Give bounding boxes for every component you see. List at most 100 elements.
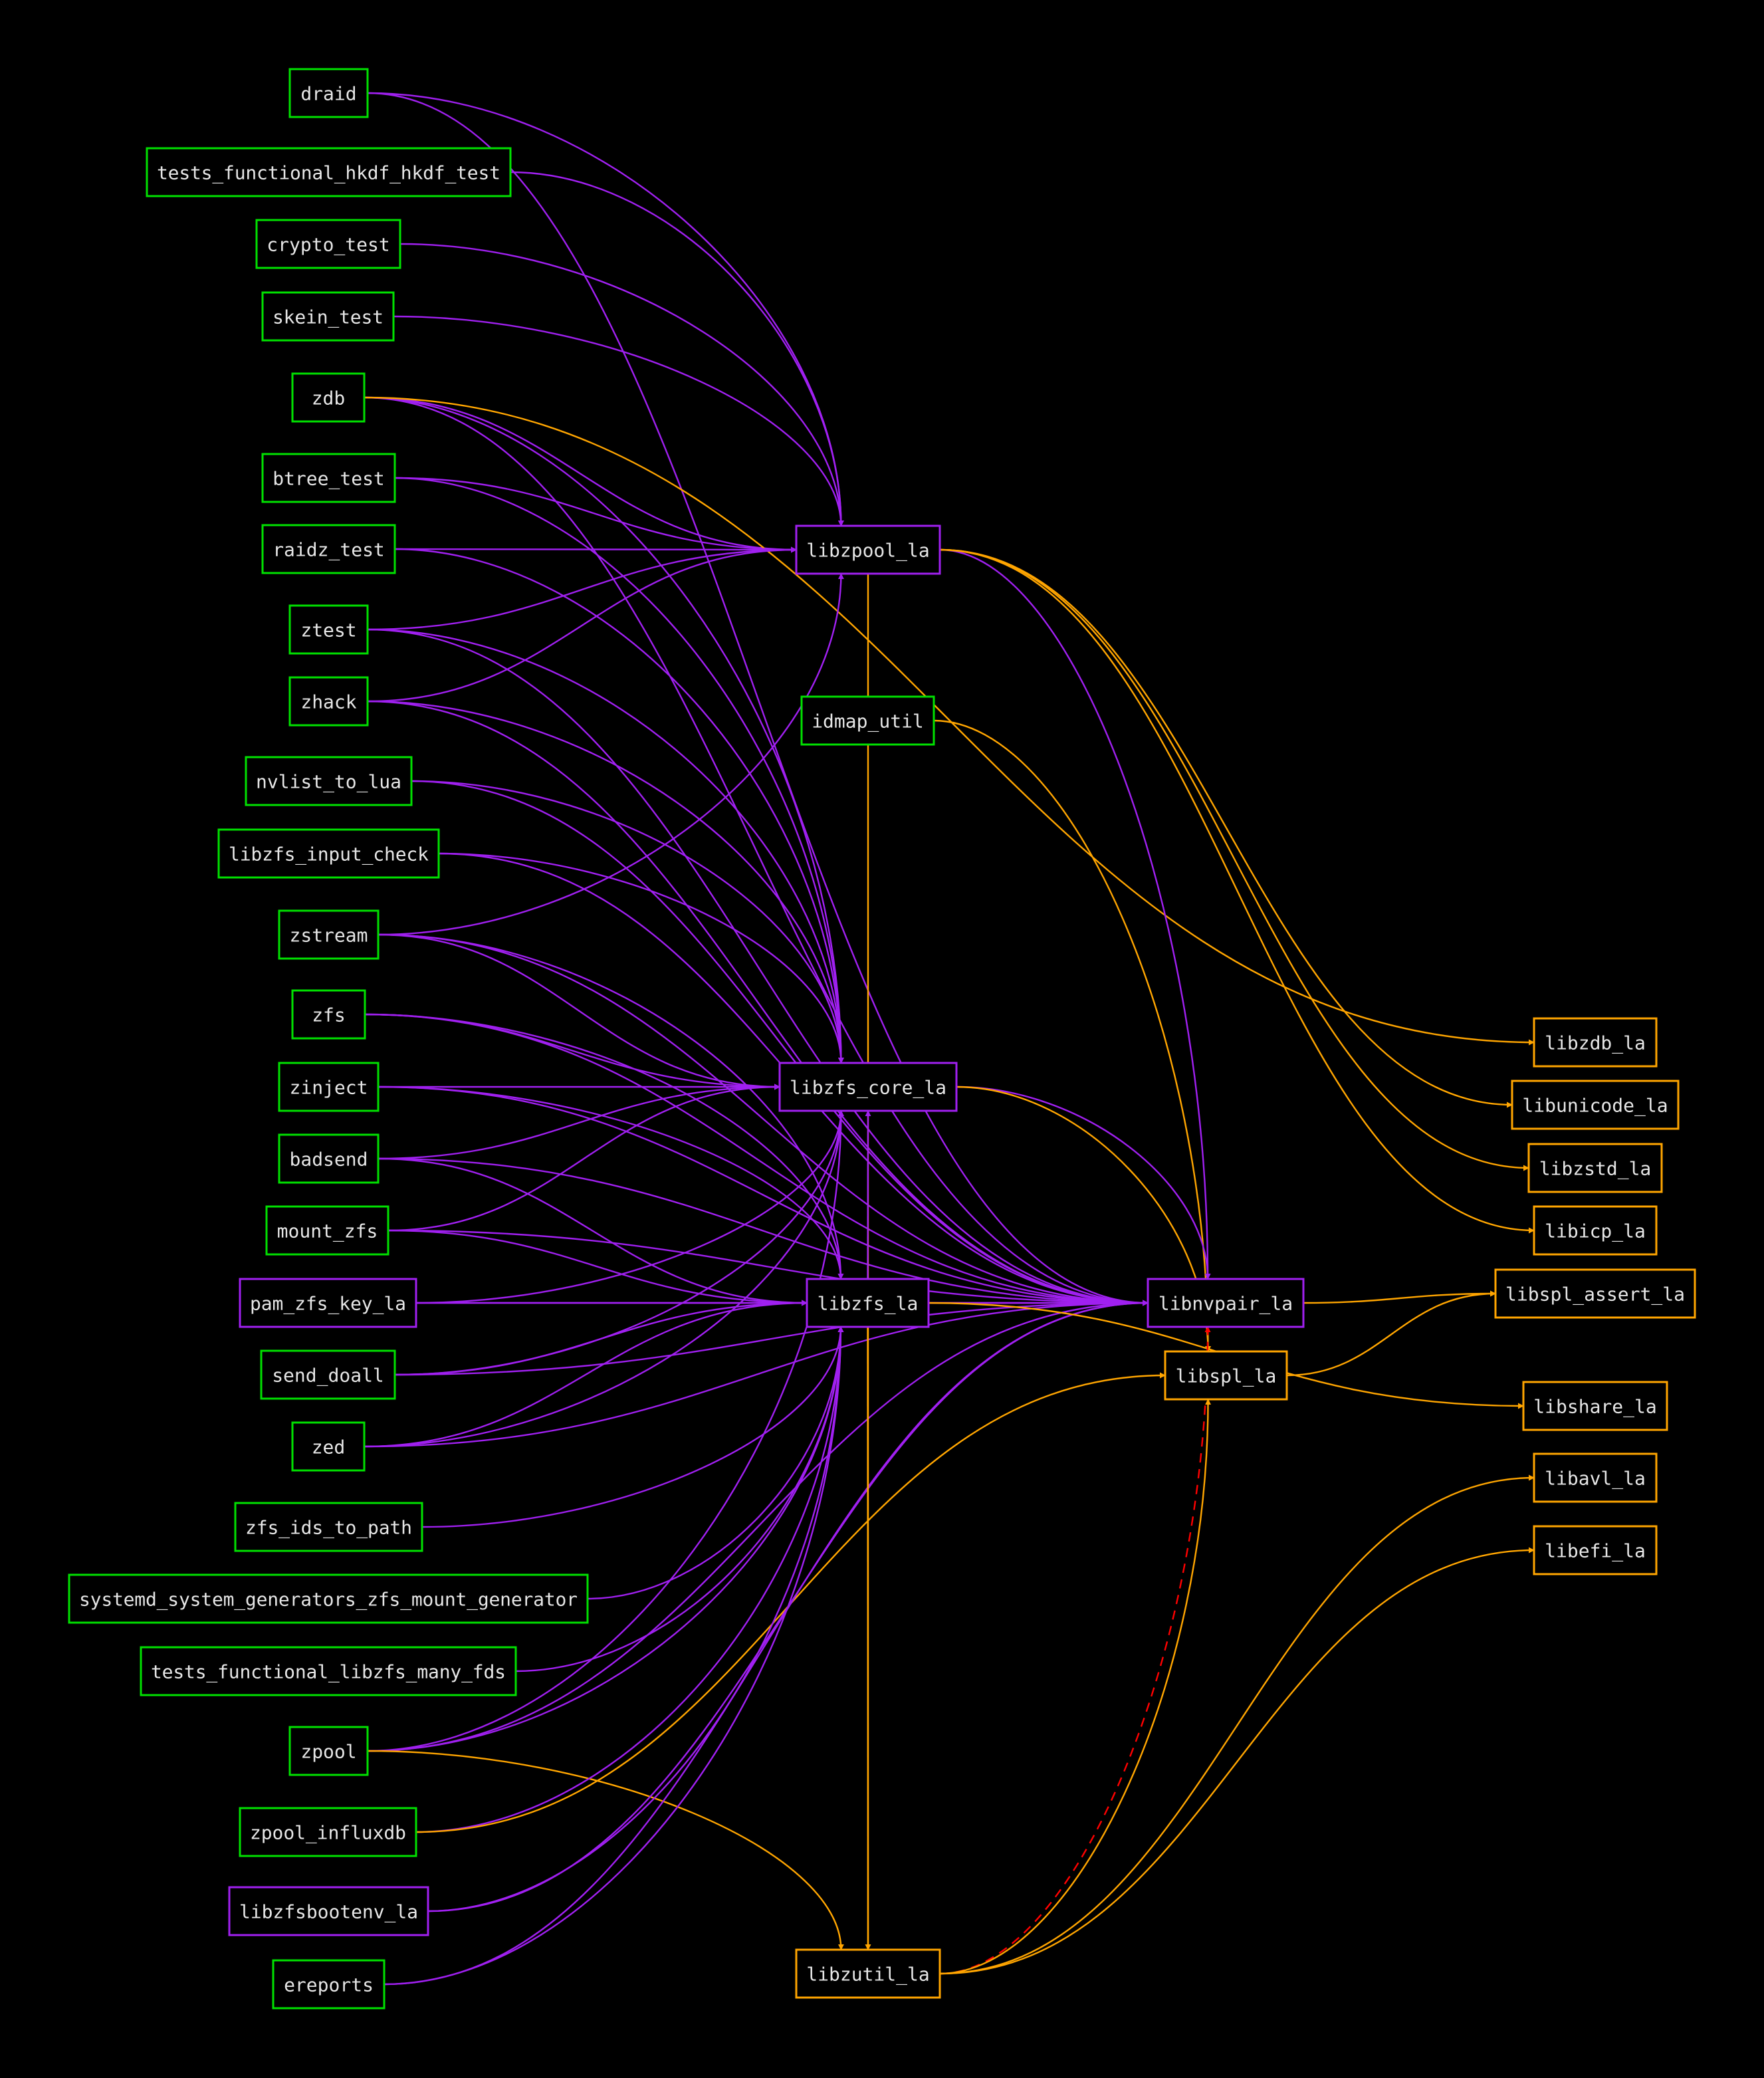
edge-btree_test-to-libzfs_core_la (394, 477, 844, 1064)
edge-zfs_ids_to_path-to-libzfs_la (421, 1326, 844, 1528)
node-libzutil-la[interactable]: libzutil_la (795, 1948, 941, 1999)
node-libavl-la[interactable]: libavl_la (1533, 1452, 1658, 1503)
edge-zfs-to-libzfs_la (364, 1013, 844, 1280)
node-box (278, 1133, 380, 1184)
node-box (146, 147, 512, 197)
node-label: libavl_la (1545, 1468, 1646, 1490)
node-label: zpool (300, 1741, 356, 1763)
node-badsend[interactable]: badsend (278, 1133, 380, 1184)
node-box (68, 1573, 589, 1624)
node-label: libzfs_la (818, 1293, 919, 1316)
node-idmap-util[interactable]: idmap_util (800, 695, 935, 746)
node-nvlist-to-lua[interactable]: nvlist_to_lua (245, 756, 413, 806)
node-libspl-la[interactable]: libspl_la (1164, 1350, 1288, 1401)
edge-libzfs_core_la-to-libnvpair_la (956, 1086, 1211, 1280)
edge-zhack-to-libzpool_la (367, 546, 797, 703)
node-zhack[interactable]: zhack (288, 676, 369, 727)
node-libzdb-la[interactable]: libzdb_la (1533, 1017, 1658, 1068)
node-label: ztest (300, 620, 356, 641)
node-box (1527, 1143, 1663, 1193)
node-send-doall[interactable]: send_doall (260, 1349, 396, 1400)
edge-nvlist_to_lua-to-libzfs_core_la (411, 780, 844, 1064)
node-label: libefi_la (1545, 1540, 1646, 1563)
node-pam-zfs-key-la[interactable]: pam_zfs_key_la (239, 1278, 417, 1328)
node-box (265, 1205, 389, 1256)
edge-libzutil_la-to-libavl_la (939, 1474, 1535, 1975)
node-raidz-test[interactable]: raidz_test (261, 524, 396, 574)
node-zpool[interactable]: zpool (288, 1726, 369, 1776)
node-libicp-la[interactable]: libicp_la (1533, 1205, 1658, 1256)
node-label: skein_test (273, 306, 384, 329)
node-systemd-system-generators-zfs-mount-generator[interactable]: systemd_system_generators_zfs_mount_gene… (68, 1573, 589, 1624)
node-box (795, 1948, 941, 1999)
edge-badsend-to-libzfs_la (378, 1157, 808, 1306)
edge-zdb-to-libzpool_la (364, 396, 797, 553)
node-box (288, 604, 369, 655)
node-tests-functional-libzfs-many-fds[interactable]: tests_functional_libzfs_many_fds (140, 1646, 517, 1696)
node-ztest[interactable]: ztest (288, 604, 369, 655)
edge-zpool-to-libzfs_core_la (367, 1110, 844, 1752)
edge-systemd_system_generators_zfs_mount_generator-to-libzfs_la (587, 1326, 844, 1600)
node-zinject[interactable]: zinject (278, 1062, 380, 1112)
node-zfs[interactable]: zfs (291, 989, 366, 1040)
node-box (1511, 1080, 1680, 1130)
edge-libzpool_la-to-libzstd_la (939, 548, 1529, 1171)
edge-libzpool_la-to-libnvpair_la (939, 548, 1211, 1280)
node-btree-test[interactable]: btree_test (261, 453, 396, 503)
edge-zpool_influxdb-to-libzfs_la (415, 1326, 844, 1833)
edge-mount_zfs-to-libzfs_core_la (387, 1084, 780, 1232)
node-label: send_doall (272, 1365, 384, 1387)
node-skein-test[interactable]: skein_test (261, 291, 395, 342)
edge-zinject-to-libnvpair_la (378, 1086, 1149, 1306)
node-label: libzpool_la (806, 540, 929, 562)
node-label: zdb (312, 388, 346, 409)
edge-zdb-to-libzdb_la (364, 396, 1535, 1046)
node-zdb[interactable]: zdb (291, 372, 366, 423)
node-label: zstream (289, 925, 368, 947)
node-label: zpool_influxdb (250, 1822, 406, 1845)
node-libzfs-la[interactable]: libzfs_la (806, 1278, 930, 1328)
node-box (291, 1421, 366, 1472)
edge-mount_zfs-to-libnvpair_la (387, 1229, 1149, 1306)
node-box (291, 989, 366, 1040)
node-zpool-influxdb[interactable]: zpool_influxdb (239, 1807, 417, 1857)
node-libzpool-la[interactable]: libzpool_la (795, 524, 941, 575)
node-box (800, 695, 935, 746)
node-label: libzfsbootenv_la (239, 1901, 418, 1924)
node-zstream[interactable]: zstream (278, 909, 380, 960)
node-libspl-assert-la[interactable]: libspl_assert_la (1494, 1268, 1696, 1319)
node-libzfsbootenv-la[interactable]: libzfsbootenv_la (228, 1886, 429, 1936)
node-label: badsend (289, 1149, 368, 1171)
node-box (261, 524, 396, 574)
node-box (778, 1062, 958, 1112)
node-libshare-la[interactable]: libshare_la (1522, 1381, 1668, 1431)
node-libunicode-la[interactable]: libunicode_la (1511, 1080, 1680, 1130)
node-label: draid (300, 83, 356, 105)
node-label: libspl_la (1176, 1365, 1277, 1388)
node-tests-functional-hkdf-hkdf-test[interactable]: tests_functional_hkdf_hkdf_test (146, 147, 512, 197)
node-zfs-ids-to-path[interactable]: zfs_ids_to_path (234, 1502, 423, 1552)
node-libzfs-input-check[interactable]: libzfs_input_check (217, 828, 440, 879)
node-crypto-test[interactable]: crypto_test (255, 219, 401, 269)
node-box (272, 1959, 386, 2010)
edge-tests_functional_hkdf_hkdf_test-to-libzpool_la (510, 171, 844, 526)
edge-zstream-to-libnvpair_la (378, 933, 1149, 1306)
node-label: libnvpair_la (1158, 1293, 1293, 1316)
node-libzfs-core-la[interactable]: libzfs_core_la (778, 1062, 958, 1112)
node-draid[interactable]: draid (288, 68, 369, 118)
node-label: libicp_la (1545, 1220, 1646, 1243)
node-libefi-la[interactable]: libefi_la (1533, 1525, 1658, 1575)
node-zed[interactable]: zed (291, 1421, 366, 1472)
node-ereports[interactable]: ereports (272, 1959, 386, 2010)
node-label: mount_zfs (277, 1220, 378, 1243)
edge-zpool-to-libzfs_la (367, 1326, 844, 1752)
node-label: systemd_system_generators_zfs_mount_gene… (79, 1589, 578, 1611)
node-box (140, 1646, 517, 1696)
node-box (806, 1278, 930, 1328)
edge-zhack-to-libnvpair_la (367, 700, 1149, 1306)
node-libnvpair-la[interactable]: libnvpair_la (1147, 1278, 1305, 1328)
node-box (234, 1502, 423, 1552)
edge-zfs-to-libzfs_core_la (364, 1013, 780, 1090)
node-libzstd-la[interactable]: libzstd_la (1527, 1143, 1663, 1193)
node-mount-zfs[interactable]: mount_zfs (265, 1205, 389, 1256)
